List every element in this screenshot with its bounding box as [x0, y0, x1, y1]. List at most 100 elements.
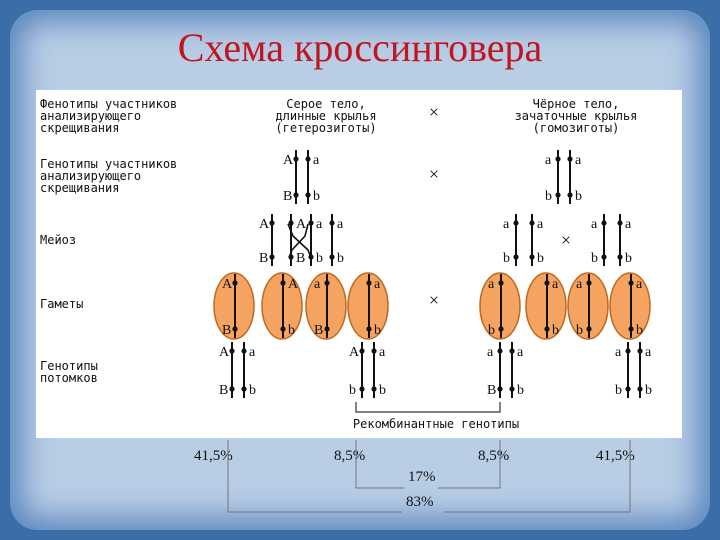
- allele-label: a: [316, 217, 323, 232]
- locus-dot: [601, 220, 607, 226]
- allele-label: B: [283, 189, 292, 204]
- locus-dot: [544, 326, 550, 332]
- allele-label: b: [316, 251, 323, 266]
- allele-label: b: [337, 251, 344, 266]
- locus-dot: [509, 348, 515, 354]
- allele-label: B: [296, 251, 305, 266]
- allele-label: a: [488, 277, 495, 292]
- allele-label: B: [314, 323, 323, 338]
- allele-label: a: [636, 277, 643, 292]
- allele-label: B: [219, 383, 228, 398]
- locus-dot: [241, 386, 247, 392]
- allele-label: a: [314, 277, 321, 292]
- allele-label: B: [222, 323, 231, 338]
- allele-label: b: [249, 383, 256, 398]
- allele-label: a: [537, 217, 544, 232]
- allele-label: b: [288, 323, 295, 338]
- allele-label: a: [313, 153, 320, 168]
- locus-dot: [229, 348, 235, 354]
- locus-dot: [232, 326, 238, 332]
- recombinant-sum-bracket: [438, 440, 501, 489]
- offspring2-percent: 8,5%: [334, 448, 366, 464]
- allele-label: b: [615, 383, 622, 398]
- cross-symbol: ×: [561, 230, 571, 250]
- locus-dot: [586, 326, 592, 332]
- locus-dot: [617, 220, 623, 226]
- locus-dot: [241, 348, 247, 354]
- locus-dot: [509, 386, 515, 392]
- allele-label: a: [517, 345, 524, 360]
- parental-sum-bracket: [227, 440, 402, 513]
- locus-dot: [371, 386, 377, 392]
- locus-dot: [359, 348, 365, 354]
- allele-label: b: [488, 323, 495, 338]
- locus-dot: [601, 254, 607, 260]
- allele-label: b: [636, 323, 643, 338]
- locus-dot: [498, 326, 504, 332]
- recombinant-bracket: [355, 402, 501, 413]
- allele-label: b: [576, 323, 583, 338]
- locus-dot: [637, 348, 643, 354]
- allele-label: a: [503, 217, 510, 232]
- locus-dot: [371, 348, 377, 354]
- allele-label: a: [487, 345, 494, 360]
- locus-dot: [280, 280, 286, 286]
- locus-dot: [293, 156, 299, 162]
- cross-symbol: ×: [429, 102, 439, 122]
- locus-dot: [280, 326, 286, 332]
- allele-label: b: [575, 189, 582, 204]
- locus-dot: [366, 280, 372, 286]
- allele-label: A: [222, 277, 233, 292]
- locus-dot: [324, 280, 330, 286]
- allele-label: b: [503, 251, 510, 266]
- locus-dot: [544, 280, 550, 286]
- locus-dot: [229, 386, 235, 392]
- label-genotypes: Генотипы участников анализирующего скрещ…: [40, 157, 178, 195]
- allele-label: a: [615, 345, 622, 360]
- allele-label: A: [219, 345, 230, 360]
- label-phenotypes: Фенотипы участников анализирующего скрещ…: [40, 97, 178, 135]
- locus-dot: [567, 192, 573, 198]
- locus-dot: [513, 254, 519, 260]
- recombinant-sum-bracket: [355, 440, 404, 489]
- slide-title: Схема кроссинговера: [177, 25, 543, 70]
- locus-dot: [329, 254, 335, 260]
- allele-label: a: [374, 277, 381, 292]
- locus-dot: [305, 192, 311, 198]
- locus-dot: [498, 280, 504, 286]
- locus-dot: [628, 326, 634, 332]
- locus-dot: [586, 280, 592, 286]
- locus-dot: [637, 386, 643, 392]
- locus-dot: [625, 386, 631, 392]
- allele-label: a: [249, 345, 256, 360]
- allele-label: b: [379, 383, 386, 398]
- crossover-line: [287, 223, 312, 259]
- locus-dot: [625, 348, 631, 354]
- allele-label: b: [625, 251, 632, 266]
- locus-dot: [293, 192, 299, 198]
- allele-label: a: [591, 217, 598, 232]
- allele-label: a: [575, 153, 582, 168]
- locus-dot: [628, 280, 634, 286]
- locus-dot: [529, 254, 535, 260]
- locus-dot: [324, 326, 330, 332]
- cross-symbol: ×: [429, 164, 439, 184]
- locus-dot: [617, 254, 623, 260]
- locus-dot: [497, 386, 503, 392]
- offspring1-percent: 41,5%: [194, 448, 233, 464]
- allele-label: b: [545, 189, 552, 204]
- offspring4-percent: 41,5%: [596, 448, 635, 464]
- allele-label: b: [537, 251, 544, 266]
- locus-dot: [555, 156, 561, 162]
- allele-label: B: [259, 251, 268, 266]
- allele-label: b: [552, 323, 559, 338]
- allele-label: a: [337, 217, 344, 232]
- parental-sum-bracket: [444, 440, 631, 513]
- allele-label: A: [288, 277, 299, 292]
- locus-dot: [308, 220, 314, 226]
- parental-total-percent: 83%: [406, 494, 434, 510]
- allele-label: a: [625, 217, 632, 232]
- cross-symbol: ×: [429, 290, 439, 310]
